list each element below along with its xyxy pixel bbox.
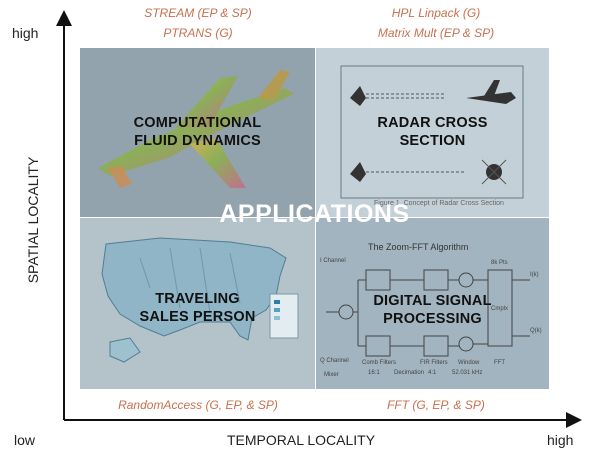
applications-label: APPLICATIONS: [219, 200, 410, 228]
benchmark-fft: FFT (G, EP, & SP): [387, 398, 485, 412]
zoom-fft-label: 52.031 kHz: [452, 370, 483, 376]
y-axis-arrow: [56, 10, 72, 26]
radar-figure-caption: Figure 1. Concept of Radar Cross Section: [374, 200, 504, 207]
benchmark-stream: STREAM (EP & SP): [144, 6, 252, 20]
radar-diagram-image: [340, 65, 524, 199]
quadrant-radar-cross-section: RADAR CROSS SECTION Figure 1. Concept of…: [316, 48, 549, 217]
zoom-fft-title: The Zoom-FFT Algorithm: [368, 242, 469, 252]
benchmark-matrix-mult: Matrix Mult (EP & SP): [377, 26, 495, 40]
y-axis-title: SPATIAL LOCALITY: [25, 156, 41, 284]
zoom-fft-label: Q(k): [530, 328, 542, 334]
zoom-fft-label: Mixer: [324, 372, 339, 378]
quadrant-title-line: RADAR CROSS: [377, 115, 488, 131]
x-axis-arrow: [566, 412, 582, 428]
quadrant-title-line: FLUID DYNAMICS: [134, 133, 261, 149]
zoom-fft-block-diagram: [326, 269, 530, 357]
zoom-fft-label: I Channel: [320, 258, 346, 264]
zoom-fft-label: Window: [458, 360, 480, 366]
quadrant-title-line: PROCESSING: [383, 311, 482, 327]
quadrant-traveling-sales-person: TRAVELING SALES PERSON: [80, 218, 315, 389]
jet-aircraft-image: [98, 70, 294, 188]
quadrant-title-radar: RADAR CROSS SECTION: [316, 114, 549, 150]
x-axis-high-label: high: [547, 432, 574, 448]
quadrant-title-line: SECTION: [399, 133, 466, 149]
quadrant-computational-fluid-dynamics: COMPUTATIONAL FLUID DYNAMICS: [80, 48, 315, 217]
y-axis-high-label: high: [12, 25, 39, 41]
zoom-fft-label: Q Channel: [320, 358, 349, 364]
benchmark-ptrans: PTRANS (G): [163, 26, 233, 40]
zoom-fft-label: 16:1: [368, 370, 380, 376]
quadrant-title-cfd: COMPUTATIONAL FLUID DYNAMICS: [80, 114, 315, 150]
quadrant-digital-signal-processing: The Zoom-FFT Algorithm I Channel Q Chann…: [316, 218, 549, 389]
quadrant-title-line: DIGITAL SIGNAL: [373, 293, 492, 309]
zoom-fft-label: FIR Filters: [420, 360, 448, 366]
zoom-fft-label: Cmplx: [491, 306, 509, 312]
zoom-fft-label: I(k): [530, 272, 539, 278]
quadrant-title-line: COMPUTATIONAL: [133, 115, 262, 131]
zoom-fft-label: Comb Filters: [362, 360, 397, 366]
zoom-fft-label: Decimation: [394, 370, 425, 376]
benchmark-randomaccess: RandomAccess (G, EP, & SP): [118, 398, 278, 412]
x-axis-title: TEMPORAL LOCALITY: [227, 432, 376, 448]
zoom-fft-label: 4:1: [428, 370, 437, 376]
quadrant-title-line: TRAVELING: [155, 291, 240, 307]
us-map-image: [101, 237, 299, 363]
quadrant-title-tsp: TRAVELING SALES PERSON: [80, 290, 315, 326]
quadrant-title-dsp: DIGITAL SIGNAL PROCESSING: [316, 292, 549, 328]
x-axis-low-label: low: [14, 432, 36, 448]
zoom-fft-label: FFT: [494, 360, 505, 366]
zoom-fft-label: 8k Pts: [491, 260, 508, 266]
quadrant-title-line: SALES PERSON: [139, 309, 256, 325]
benchmark-hpl-linpack: HPL Linpack (G): [391, 6, 481, 20]
